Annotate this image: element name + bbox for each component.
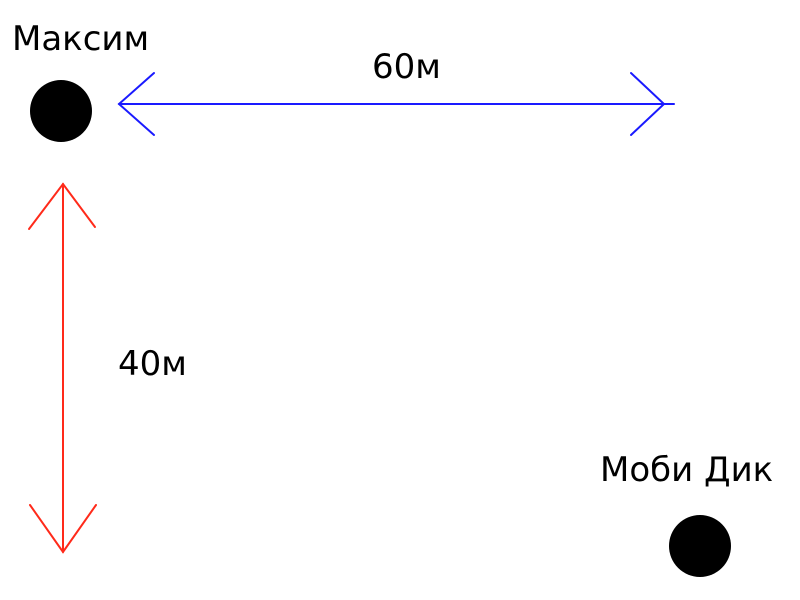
vertical-arrow-bottom-head [29, 504, 97, 554]
moby-dick-point [669, 515, 731, 577]
moby-dick-label: Моби Дик [600, 450, 774, 490]
vertical-arrow-top-head [28, 182, 96, 230]
horizontal-distance-label: 60м [372, 47, 441, 87]
vertical-distance-arrow [28, 182, 97, 554]
maksim-point [30, 80, 92, 142]
vertical-distance-label: 40м [118, 344, 187, 384]
maksim-label: Максим [12, 19, 150, 59]
horizontal-arrow-left-head [117, 72, 155, 136]
horizontal-distance-arrow [117, 72, 675, 136]
